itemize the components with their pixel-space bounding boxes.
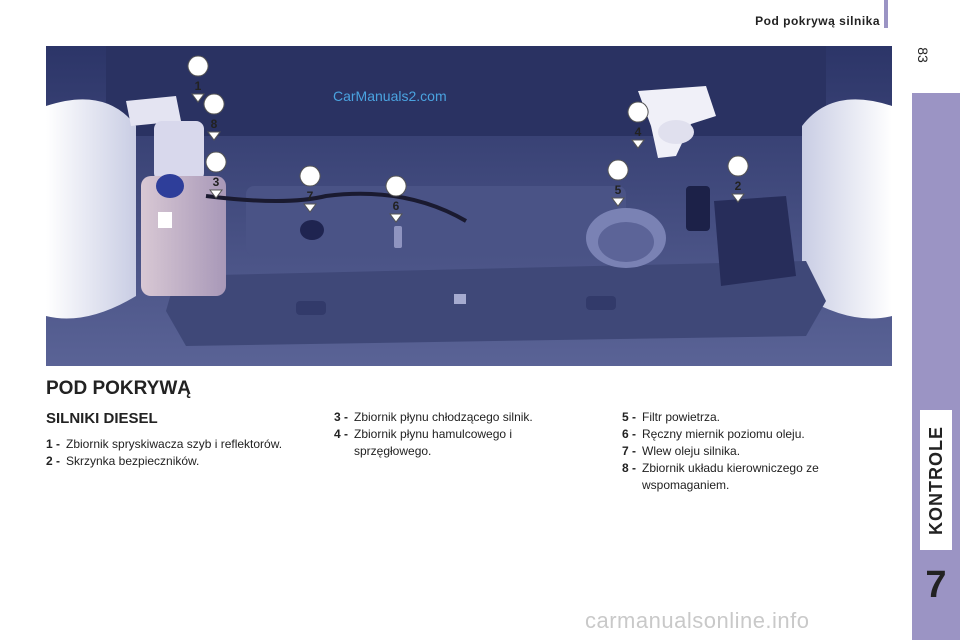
page-number: 83 <box>915 47 931 63</box>
legend-item: 5 - Filtr powietrza. <box>622 409 882 426</box>
legend-item: 7 - Wlew oleju silnika. <box>622 443 882 460</box>
callout-3-label: 3 <box>213 175 220 189</box>
callout-4[interactable]: 4 <box>627 101 649 149</box>
legend-number: 4 - <box>334 427 349 441</box>
steering-reservoir <box>154 121 204 181</box>
engine-bay-svg: 1 8 3 7 6 5 4 2 <box>46 46 892 366</box>
legend-column-3: 5 - Filtr powietrza. 6 - Ręczny miernik po… <box>622 409 882 494</box>
legend-item: 2 - Skrzynka bezpieczników. <box>46 453 316 470</box>
legend-number: 8 - <box>622 461 637 475</box>
callout-2-label: 2 <box>735 179 742 193</box>
callout-7-label: 7 <box>307 189 314 203</box>
legend-number: 3 - <box>334 410 349 424</box>
legend-number: 2 - <box>46 454 61 468</box>
air-filter-inner <box>598 222 654 262</box>
legend-text: Ręczny miernik poziomu oleju. <box>642 427 805 441</box>
legend-number: 5 - <box>622 410 637 424</box>
legend-item: 3 - Zbiornik płynu chłodzącego silnik. <box>334 409 594 426</box>
legend-column-2: 3 - Zbiornik płynu chłodzącego silnik. 4 … <box>334 409 594 460</box>
callout-5-label: 5 <box>615 183 622 197</box>
callout-8[interactable]: 8 <box>203 93 225 141</box>
figure-watermark: CarManuals2.com <box>333 88 447 104</box>
hose <box>205 191 468 223</box>
cross-member <box>166 261 826 346</box>
legend-number: 1 - <box>46 437 61 451</box>
washer-reservoir-cap <box>126 96 181 126</box>
right-headlamp <box>802 99 892 319</box>
cross-member-slot <box>586 296 616 310</box>
engine-bay-illustration: 1 8 3 7 6 5 4 2 <box>46 46 892 366</box>
legend-item: 4 - Zbiornik płynu hamulcowego i sprzęgło… <box>334 426 554 460</box>
legend-column-1: 1 - Zbiornik spryskiwacza szyb i reflekto… <box>46 436 316 470</box>
engine-block <box>246 186 626 256</box>
callout-1-label: 1 <box>195 79 202 93</box>
fuse-box <box>714 196 796 286</box>
cross-member-latch <box>454 294 466 304</box>
header-rule <box>884 0 888 28</box>
legend-item: 6 - Ręczny miernik poziomu oleju. <box>622 426 882 443</box>
coolant-cap <box>156 174 184 198</box>
oil-filler <box>300 220 324 240</box>
legend-number: 7 - <box>622 444 637 458</box>
legend-text: Zbiornik układu kierowniczego ze wspomag… <box>642 461 819 492</box>
section-title: POD POKRYWĄ <box>46 378 191 399</box>
chapter-side-tab <box>912 93 960 640</box>
coolant-label <box>158 212 172 228</box>
cross-member-slot <box>296 301 326 315</box>
running-header: Pod pokrywą silnika <box>755 14 880 28</box>
chapter-number: 7 <box>925 564 947 606</box>
footer-watermark: carmanualsonline.info <box>585 608 810 633</box>
callout-8-label: 8 <box>211 117 218 131</box>
legend-text: Filtr powietrza. <box>642 410 721 424</box>
legend-number: 6 - <box>622 427 637 441</box>
legend-text: Zbiornik spryskiwacza szyb i reflektorów… <box>66 437 283 451</box>
legend-item: 1 - Zbiornik spryskiwacza szyb i reflekto… <box>46 436 316 453</box>
fuse-box-lid <box>686 186 710 231</box>
chapter-label-box <box>920 410 952 550</box>
callout-6[interactable]: 6 <box>385 175 407 223</box>
brake-fluid-cap <box>658 120 694 144</box>
callout-3[interactable]: 3 <box>205 151 227 199</box>
callout-7[interactable]: 7 <box>299 165 321 213</box>
callout-5[interactable]: 5 <box>607 159 629 207</box>
chapter-label-text: KONTROLE <box>925 425 946 535</box>
legend-item: 8 - Zbiornik układu kierowniczego ze wspo… <box>622 460 862 494</box>
chapter-label: KONTROLE <box>920 410 952 550</box>
coolant-tank <box>141 176 226 296</box>
callout-1[interactable]: 1 <box>187 55 209 103</box>
legend-text: Wlew oleju silnika. <box>642 444 741 458</box>
callout-6-label: 6 <box>393 199 400 213</box>
callout-2[interactable]: 2 <box>727 155 749 203</box>
legend-text: Zbiornik płynu hamulcowego i sprzęgłoweg… <box>354 427 513 458</box>
section-subtitle: SILNIKI DIESEL <box>46 410 158 427</box>
callout-4-label: 4 <box>635 125 642 139</box>
legend-text: Zbiornik płynu chłodzącego silnik. <box>354 410 533 424</box>
left-headlamp <box>46 99 136 319</box>
legend-text: Skrzynka bezpieczników. <box>66 454 200 468</box>
dipstick <box>394 226 402 248</box>
